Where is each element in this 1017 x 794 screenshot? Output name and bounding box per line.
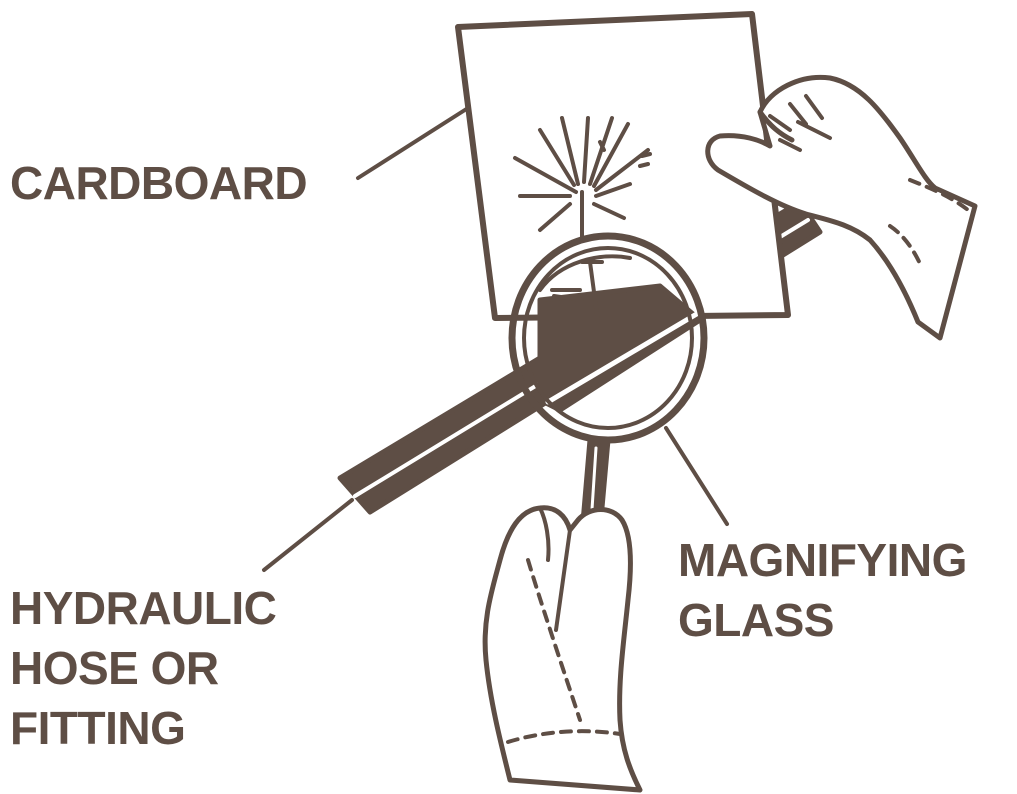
hose-label-line-2: HOSE OR	[10, 638, 276, 698]
magnifying-glass-label: MAGNIFYING GLASS	[678, 530, 967, 650]
hose-label-line-1: HYDRAULIC	[10, 578, 276, 638]
hose-label-line-3: FITTING	[10, 698, 276, 758]
hose-leader-line	[264, 500, 352, 570]
cardboard-leader-line	[358, 108, 468, 178]
cardboard-label: CARDBOARD	[10, 153, 307, 213]
cardboard-label-text: CARDBOARD	[10, 153, 307, 213]
glass-leader-line	[666, 428, 727, 524]
left-hand-icon	[485, 508, 640, 790]
hydraulic-hose-label: HYDRAULIC HOSE OR FITTING	[10, 578, 276, 758]
glass-label-line-2: GLASS	[678, 590, 967, 650]
left-hand-outline	[485, 508, 640, 790]
glass-label-line-1: MAGNIFYING	[678, 530, 967, 590]
